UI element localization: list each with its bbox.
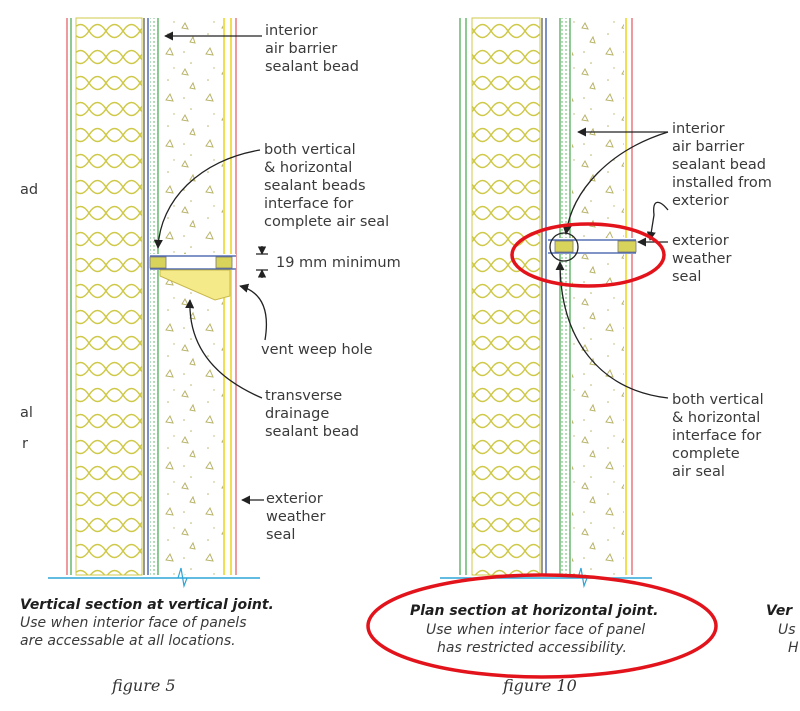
label-line: sealant bead [672,157,766,173]
label-line: seal [266,527,295,543]
label-line: & horizontal [672,410,760,426]
figure-label: figure 10 [502,676,577,695]
label-line: air barrier [672,139,744,155]
edge-fragment: Us [778,622,796,638]
dotted-layer [150,18,158,575]
leader-arrow [239,283,268,341]
label-line: installed from [672,175,772,191]
sealant-bead [215,256,233,269]
edge-fragment: ad [20,182,38,198]
label-line: sealant bead [265,59,359,75]
label-line: weather [672,251,731,267]
edge-fragment: H [788,640,799,656]
leader-arrow [562,131,669,235]
sealant-bead [149,256,167,269]
label-line: sealant beads [264,178,366,194]
label-line: transverse [265,388,342,404]
figure-10-drawing: interior air barrier sealant bead instal… [410,17,799,695]
label-line: interior [265,23,318,39]
label-line: both vertical [264,142,356,158]
label-transverse: transverse drainage sealant bead [265,388,359,440]
insulation-layer [471,17,541,576]
edge-fragment: al [20,405,33,421]
label-line: interface for [264,196,353,212]
leader-arrow [153,149,261,249]
leader-arrow [555,261,669,399]
sealant-bead [617,240,637,253]
label-line: drainage [265,406,329,422]
caption-line: Use when interior face of panels [20,615,247,631]
joint-gap [150,254,236,270]
highlight-ellipse-joint [510,222,666,288]
sealant-bead [554,240,574,253]
insulation-layer [75,17,143,576]
label-line: & horizontal [264,160,352,176]
label-line: interior [672,121,725,137]
label-air-barrier: interior air barrier sealant bead instal… [672,121,772,209]
highlight-ellipse-caption [366,573,718,679]
break-symbol [177,567,188,589]
transverse-drainage-bead [159,269,231,301]
concrete-panel [572,18,624,575]
label-line: exterior [266,491,323,507]
label-exterior-seal: exterior weather seal [266,491,325,543]
leader-arrow [185,299,263,399]
edge-fragment: r [22,436,28,452]
caption-line: has restricted accessibility. [437,640,627,656]
label-line: weather [266,509,325,525]
dimension-mark [256,253,268,271]
label-line: complete [672,446,740,462]
leader-arrow [646,201,669,241]
label-air-barrier: interior air barrier sealant bead [265,23,359,75]
label-line: complete air seal [264,214,389,230]
figure-5-drawing: ad al r [20,17,401,695]
label-line: both vertical [672,392,764,408]
label-min-gap: 19 mm minimum [276,255,401,271]
label-line: sealant bead [265,424,359,440]
caption-line: Use when interior face of panel [426,622,645,638]
caption-title: Plan section at horizontal joint. [410,603,658,619]
figure-label: figure 5 [111,676,176,695]
label-line: air barrier [265,41,337,57]
label-line: air seal [672,464,725,480]
dotted-layer [560,18,570,575]
label-line: interface for [672,428,761,444]
edge-fragment: Ver [766,603,793,619]
label-exterior-seal: exterior weather seal [672,233,731,285]
caption-title: Vertical section at vertical joint. [20,597,274,613]
label-line: exterior [672,233,729,249]
label-both-vertical: both vertical & horizontal interface for… [672,392,764,480]
caption-line: are accessable at all locations. [20,633,236,649]
label-line: exterior [672,193,729,209]
label-line: seal [672,269,701,285]
label-both-beads: both vertical & horizontal sealant beads… [264,142,389,230]
label-vent-weep-hole: vent weep hole [261,342,373,358]
